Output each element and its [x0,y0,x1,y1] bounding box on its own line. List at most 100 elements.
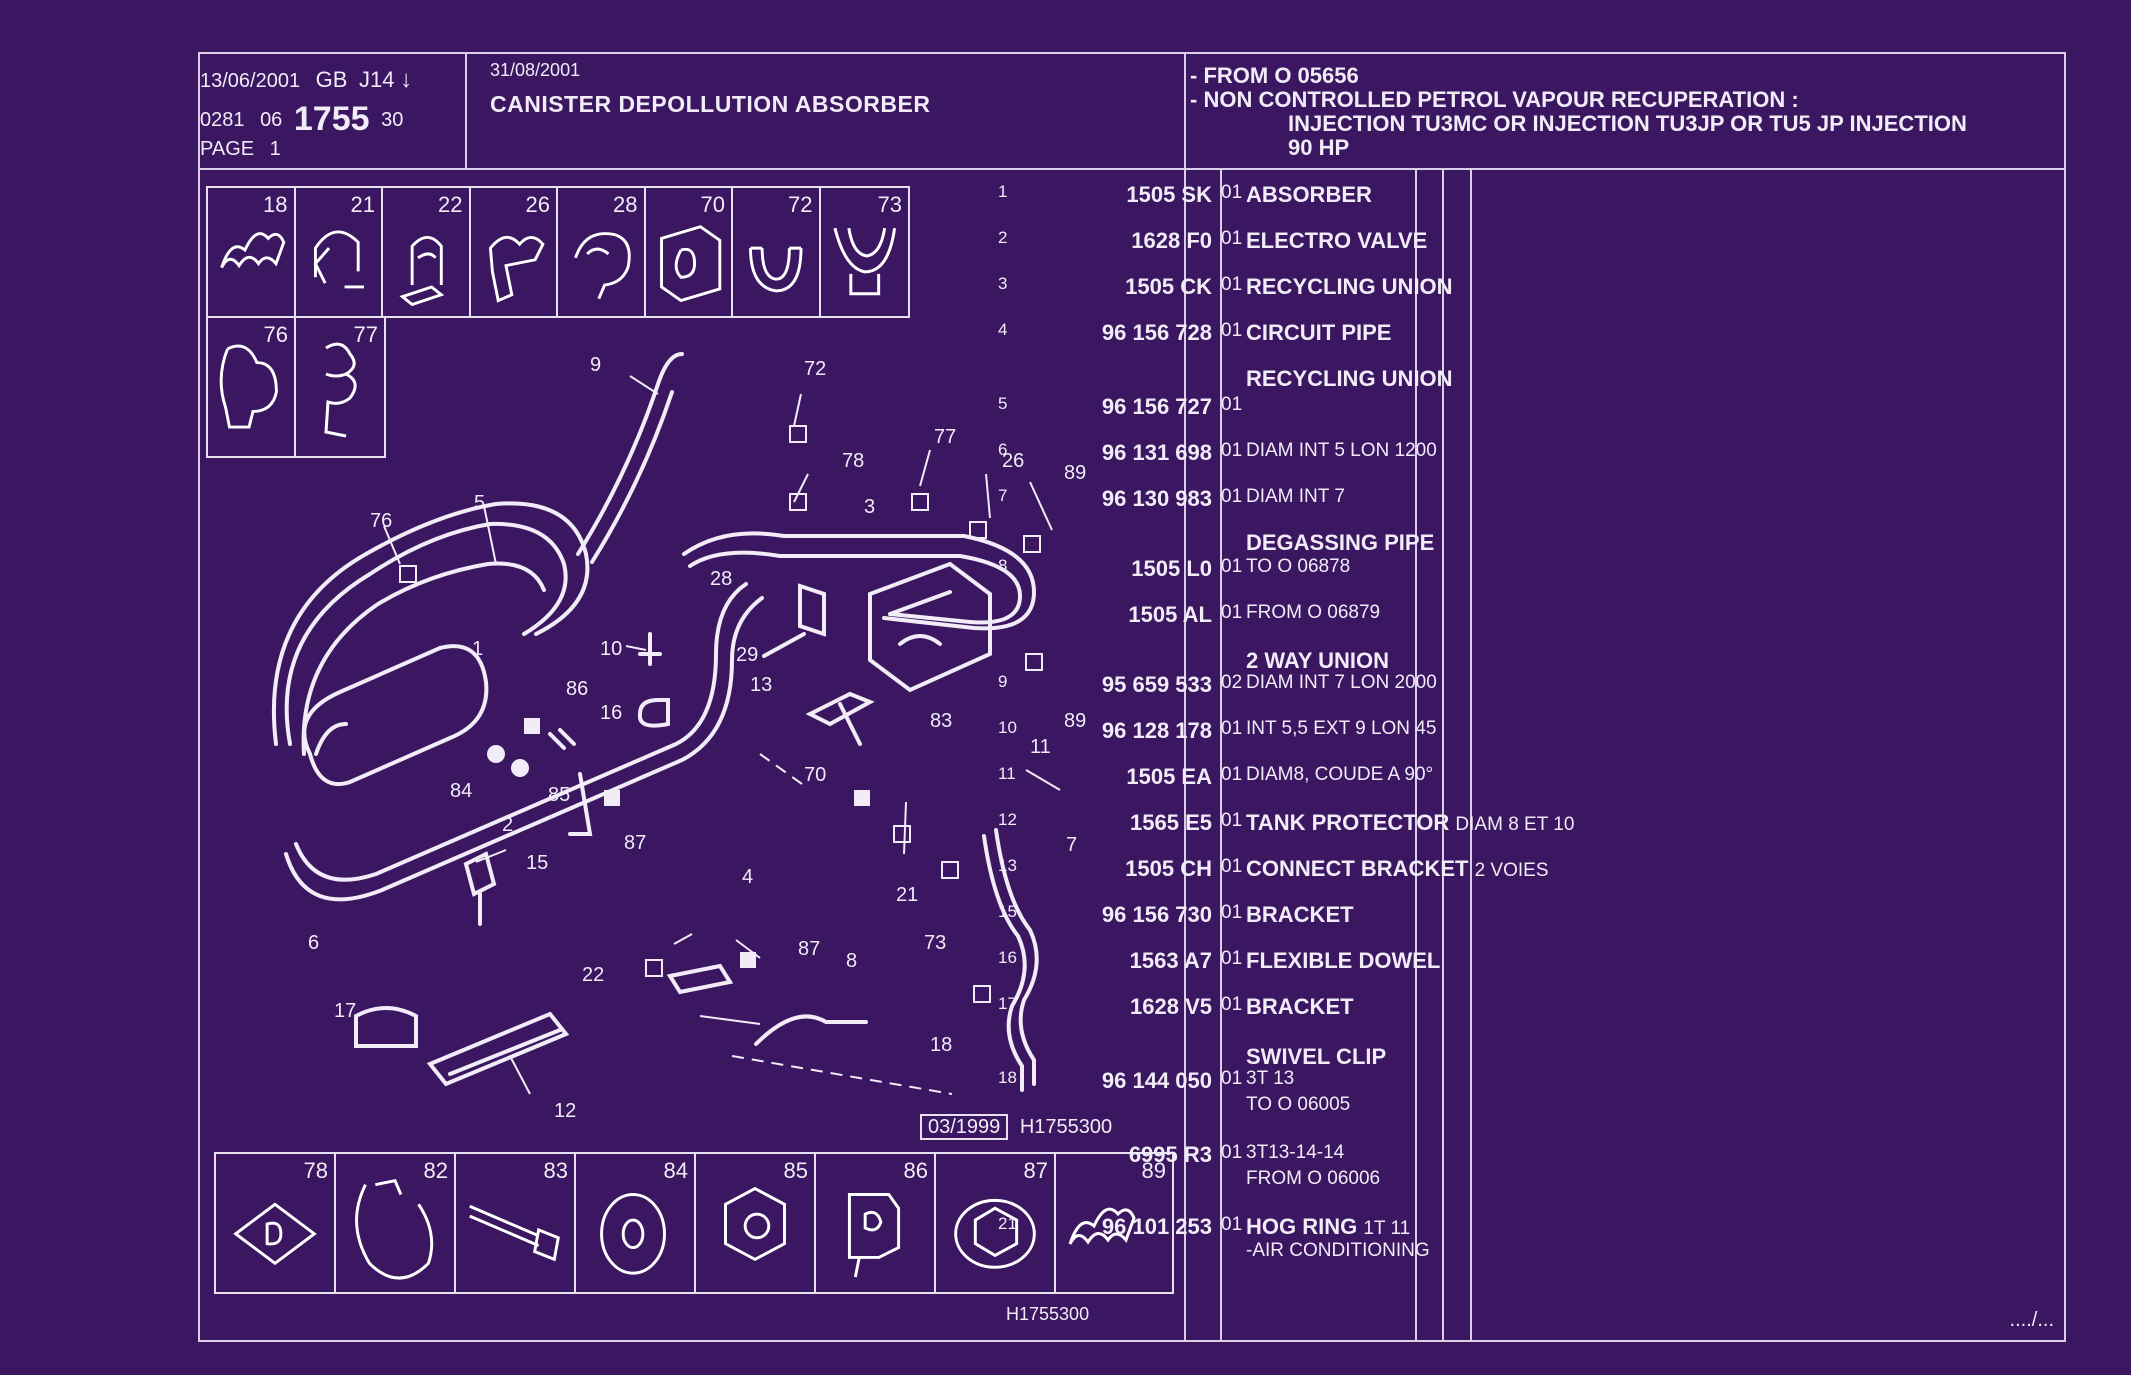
thumb-part[interactable]: 83 [456,1154,576,1292]
part-qty: 01 [1221,994,1243,1015]
thumb-part[interactable]: 26 [471,188,558,316]
callout-2: 2 [502,814,514,836]
thumb-number: 86 [903,1158,928,1183]
part-desc: CIRCUIT PIPE [1246,320,1392,345]
part-qty: 01 [1221,228,1243,249]
diagram-ref-code: H1755300 [1019,1116,1113,1138]
thumb-part[interactable]: 87 [936,1154,1056,1292]
callout-85: 85 [548,784,571,806]
part-qty: 01 [1221,856,1243,877]
print-date: 13/06/2001 [200,70,301,92]
thumb-number: 21 [350,192,375,217]
thumb-part[interactable]: 76 [208,318,296,456]
callout-9: 9 [590,354,602,376]
col-no-line [1220,168,1222,1342]
header-split-1 [465,54,467,168]
thumb-part[interactable]: 89 [1056,1154,1172,1292]
exploded-diagram [271,352,1061,1095]
thumb-number: 78 [303,1158,328,1183]
part-desc: FLEXIBLE DOWEL [1246,948,1441,973]
callout-89b: 89 [1064,710,1087,732]
part-ref: 96 101 253 [1101,1214,1212,1239]
part-ref: 96 156 728 [1101,320,1212,345]
thumb-part[interactable]: 77 [296,318,384,456]
callout-18: 18 [930,1034,953,1056]
thumb-part[interactable]: 72 [733,188,821,316]
row-number: 6 [998,440,1008,459]
callout-8: 8 [846,950,858,972]
part-spec: TO O 06005 [1246,1094,1351,1115]
callout-83: 83 [930,710,953,732]
thumb-number: 82 [423,1158,448,1183]
part-qty: 01 [1221,556,1243,577]
row-number: 2 [998,228,1008,247]
callout-11: 11 [1030,736,1051,758]
part-ref: 95 659 533 [1101,672,1212,697]
row-number: 21 [998,1214,1017,1233]
thumb-part[interactable]: 73 [821,188,908,316]
part-desc: BRACKET [1246,994,1354,1019]
diagram-date-code: 03/1999 [920,1114,1009,1140]
part-desc: ELECTRO VALVE [1246,228,1428,253]
row-number: 11 [998,764,1016,783]
part-ref: 1505 SK [1126,182,1212,207]
thumb-part[interactable]: 21 [296,188,383,316]
thumb-part[interactable]: 28 [558,188,646,316]
callout-28: 28 [710,568,733,590]
part-desc: TANK PROTECTOR [1246,810,1450,835]
part-qty: 01 [1221,764,1243,785]
thumb-number: 76 [263,322,288,347]
header-left: 13/06/2001 GB J14 ↓ 0281 06 1755 30 PAGE… [200,54,465,168]
part-ref: 1565 E5 [1130,810,1212,835]
row-number: 7 [998,486,1008,505]
callout-16: 16 [600,702,623,724]
thumb-part[interactable]: 22 [383,188,471,316]
part-desc: 2 WAY UNION [1246,648,1390,673]
part-spec: 3T13-14-14 [1246,1142,1345,1163]
note-line: 90 HP [1288,135,1350,160]
issue-date: 31/08/2001 [490,60,581,80]
row-number: 18 [998,1068,1017,1087]
part-ref: 1505 CH [1125,856,1212,881]
column-split [1184,54,1186,1342]
thumb-number: 22 [438,192,463,217]
part-ref: 1505 L0 [1131,556,1212,581]
col-desc-line [1470,168,1472,1342]
thumb-part[interactable]: 70 [646,188,733,316]
thumb-part[interactable]: 18 [208,188,296,316]
thumb-part[interactable]: 82 [336,1154,456,1292]
callout-72: 72 [804,358,827,380]
part-desc: DEGASSING PIPE [1246,530,1435,555]
callout-29: 29 [736,644,759,666]
part-qty: 01 [1221,440,1243,461]
part-ref: 96 144 050 [1101,1068,1212,1093]
callout-1: 1 [472,638,484,660]
part-qty: 02 [1221,672,1243,693]
thumb-part[interactable]: 84 [576,1154,696,1292]
thumb-part[interactable]: 85 [696,1154,816,1292]
header-line-2: 0281 06 1755 30 [200,100,403,139]
thumb-part[interactable]: 78 [216,1154,336,1292]
thumb-part[interactable]: 86 [816,1154,936,1292]
row-number: 4 [998,320,1008,339]
page-indicator: PAGE 1 [200,138,281,161]
part-desc: BRACKET [1246,902,1354,927]
part-qty: 01 [1221,902,1243,923]
part-qty: 01 [1221,274,1243,295]
language-code: GB [315,67,348,92]
part-qty: 01 [1221,182,1243,203]
callout-13: 13 [750,674,773,696]
callout-26: 26 [1002,450,1025,472]
row-number: 12 [998,810,1017,829]
part-spec: DIAM INT 7 LON 2000 [1246,672,1437,693]
bottom-diagram-code: H1755300 [1006,1304,1090,1324]
part-qty: 01 [1221,718,1243,739]
thumb-number: 87 [1023,1158,1048,1183]
thumb-number: 84 [663,1158,688,1183]
catalog-number: 1755 [293,100,370,138]
catalog-sheet: 13/06/2001 GB J14 ↓ 0281 06 1755 30 PAGE… [198,52,2066,1342]
catalog-group: 0281 [200,109,245,131]
row-number: 13 [998,856,1017,875]
callout-3: 3 [864,496,876,518]
part-ref: 96 130 983 [1101,486,1212,511]
